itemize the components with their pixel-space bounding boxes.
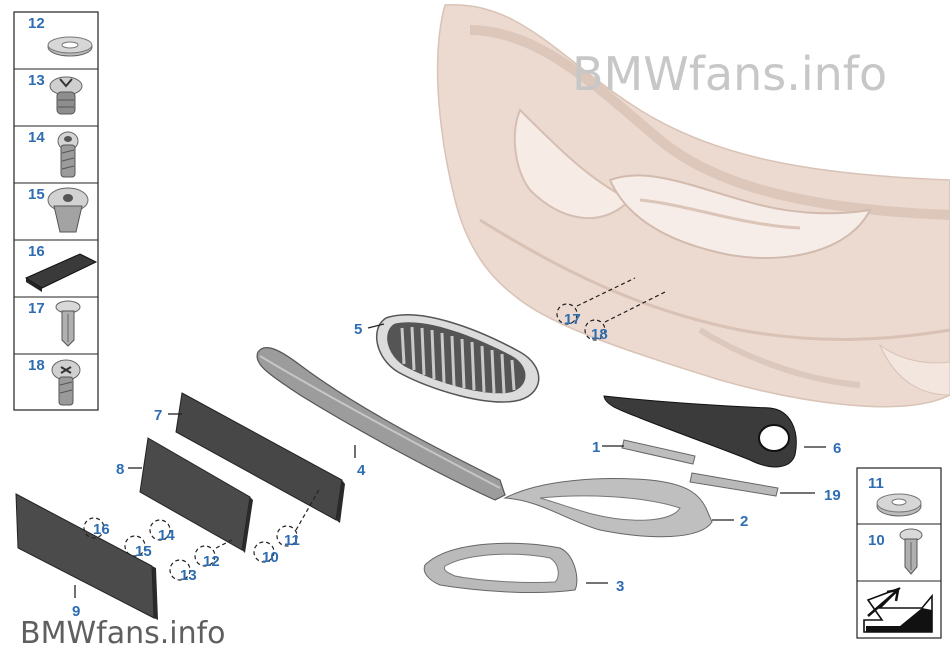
legend-num-13: 13 — [28, 72, 45, 89]
washer-icon — [47, 36, 93, 57]
callout-8: 8 — [116, 461, 124, 478]
plastic-rivet-icon — [899, 528, 923, 575]
legend-num-18: 18 — [28, 357, 45, 374]
callout-11: 11 — [284, 532, 300, 549]
trim-frame — [503, 478, 713, 538]
licence-plate-base-middle — [139, 437, 253, 553]
front-bumper-cover — [436, 4, 950, 408]
kidney-grille — [376, 314, 540, 403]
callout-1: 1 — [592, 439, 600, 456]
callout-15: 15 — [135, 543, 152, 560]
legend-num-17: 17 — [28, 300, 45, 317]
callout-10: 10 — [262, 549, 279, 566]
legend-num-14: 14 — [28, 129, 45, 146]
fastener-indicators — [83, 277, 666, 581]
trim-strip-left — [621, 439, 696, 465]
callout-9: 9 — [72, 603, 80, 620]
legend-num-10: 10 — [868, 532, 885, 549]
legend-right: 11 10 — [856, 467, 942, 639]
callout-19: 19 — [824, 487, 841, 504]
callout-7: 7 — [154, 407, 162, 424]
torx-screw-icon — [57, 131, 79, 178]
callout-labels: 1 2 3 4 5 6 7 8 9 10 11 12 13 14 15 16 1… — [72, 311, 841, 620]
callout-4: 4 — [357, 462, 366, 479]
callout-18: 18 — [591, 326, 608, 343]
legend-num-15: 15 — [28, 186, 45, 203]
plastic-rivet-icon — [55, 300, 81, 347]
trim-frame-lower — [423, 542, 578, 593]
foam-pad-icon — [24, 253, 98, 292]
callout-6: 6 — [833, 440, 841, 457]
legend-num-16: 16 — [28, 243, 45, 260]
trim-strip — [256, 347, 506, 501]
washer-icon — [876, 493, 922, 517]
expanding-nut-icon — [49, 76, 83, 115]
licence-plate-base-lower — [15, 493, 158, 620]
callout-17: 17 — [564, 311, 581, 328]
legend-left: 12 13 14 15 — [13, 11, 99, 411]
legend-num-12: 12 — [28, 15, 45, 32]
callout-16: 16 — [93, 521, 110, 538]
pan-head-screw-icon — [51, 359, 81, 406]
callout-5: 5 — [354, 321, 362, 338]
navigation-arrow-icon[interactable] — [863, 587, 933, 633]
callout-3: 3 — [616, 578, 624, 595]
callout-2: 2 — [740, 513, 748, 530]
trim-strip-right — [689, 472, 779, 497]
licence-plate-base-upper — [175, 392, 345, 523]
leader-lines — [74, 323, 826, 598]
air-intake-grid — [603, 395, 797, 468]
watermark-top: BMWfans.info — [572, 47, 887, 101]
callout-14: 14 — [158, 527, 175, 544]
callout-13: 13 — [180, 567, 197, 584]
callout-12: 12 — [203, 553, 220, 570]
watermark-bottom: BMWfans.info — [20, 616, 226, 651]
clip-nut-icon — [47, 187, 89, 233]
legend-num-11: 11 — [868, 475, 884, 492]
